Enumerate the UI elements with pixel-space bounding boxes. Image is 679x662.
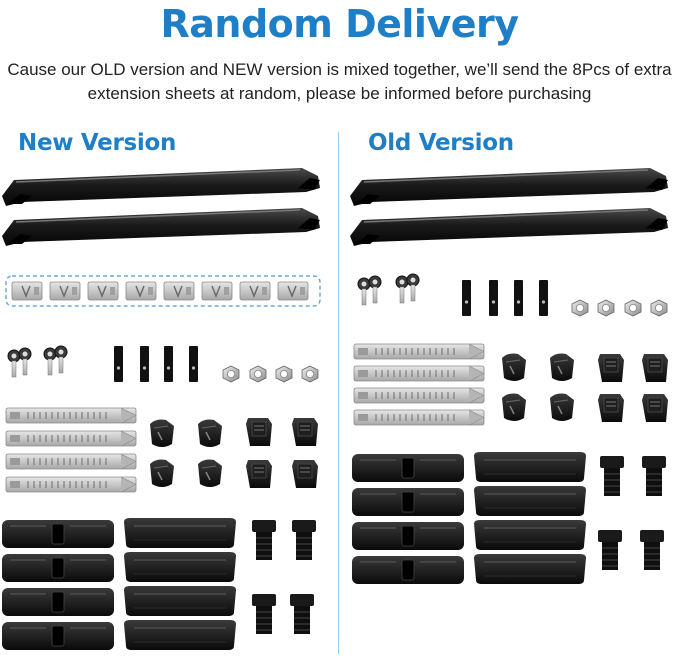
delivery-notice: Cause our OLD version and NEW version is… (0, 58, 679, 106)
hex-nut-icon (222, 365, 240, 383)
column-divider (338, 132, 339, 654)
new-keys (7, 345, 68, 378)
old-bolts (462, 280, 548, 316)
old-nuts (571, 299, 668, 317)
new-long-sheets (5, 407, 137, 493)
new-clips (149, 417, 319, 489)
new-bolts (114, 346, 198, 382)
hex-nut-icon (275, 365, 293, 383)
old-version-label: Old Version (368, 130, 514, 156)
notice-line-2: extension sheets at random, please be in… (87, 84, 592, 103)
crossbar-icon (349, 167, 669, 207)
hex-nut-icon (571, 299, 589, 317)
new-version-label: New Version (18, 130, 177, 156)
notice-line-1: Cause our OLD version and NEW version is… (7, 60, 672, 79)
hex-nut-icon (650, 299, 668, 317)
key-icon (43, 345, 68, 376)
old-crossbars (349, 167, 669, 247)
key-icon (7, 347, 32, 378)
hex-nut-icon (301, 365, 319, 383)
old-keys (357, 273, 420, 306)
key-icon (357, 275, 382, 306)
crossbar-icon (349, 207, 669, 247)
crossbar-icon (1, 207, 321, 247)
new-nuts (222, 365, 319, 383)
new-pads (1, 517, 317, 651)
old-pads (351, 451, 667, 585)
hex-nut-icon (597, 299, 615, 317)
hex-nut-icon (249, 365, 267, 383)
key-icon (395, 273, 420, 304)
crossbar-icon (1, 167, 321, 207)
hex-nut-icon (624, 299, 642, 317)
new-extension-sheets-dashed-box (5, 275, 321, 307)
new-crossbars (1, 167, 321, 247)
old-long-sheets (353, 343, 485, 426)
old-clips (501, 352, 669, 423)
page-title: Random Delivery (160, 2, 519, 46)
